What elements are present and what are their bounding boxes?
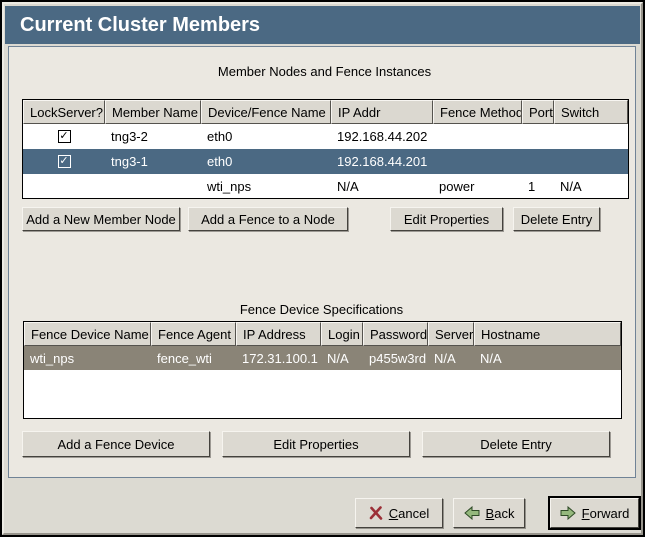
column-header-password[interactable]: Password [363, 322, 428, 346]
device-fence-name-cell: eth0 [207, 129, 233, 144]
table-row[interactable]: wti_nps N/A power 1 N/A [23, 174, 628, 198]
password-cell: p455w3rd [369, 350, 427, 366]
fence-table-label: Fence Device Specifications [239, 302, 404, 317]
port-cell [522, 149, 554, 174]
member-edit-properties-button[interactable]: Edit Properties [390, 207, 503, 231]
member-table-label: Member Nodes and Fence Instances [217, 64, 432, 79]
column-header-login[interactable]: Login [321, 322, 363, 346]
add-fence-device-button[interactable]: Add a Fence Device [22, 431, 210, 457]
lockserver-checkbox[interactable]: ✓ [57, 130, 71, 143]
port-cell [522, 124, 554, 149]
column-header-ip-addr[interactable]: IP Addr [331, 100, 433, 124]
lockserver-cell: ✓ [23, 124, 105, 149]
column-header-server[interactable]: Server [428, 322, 474, 346]
ip-address-cell: 172.31.100.1 [242, 350, 318, 366]
fence-method-cell [433, 149, 522, 174]
switch-cell [554, 124, 628, 149]
hostname-cell: N/A [480, 350, 502, 366]
table-row-selected[interactable]: wti_nps fence_wti 172.31.100.1 N/A p455w… [24, 346, 621, 370]
device-fence-name-cell: eth0 [207, 154, 233, 169]
back-button[interactable]: Back [453, 498, 525, 528]
member-name-cell: tng3-1 [111, 154, 148, 169]
add-member-node-button[interactable]: Add a New Member Node [22, 207, 180, 231]
column-header-lockserver[interactable]: LockServer? [23, 100, 105, 124]
fence-agent-cell: fence_wti [157, 350, 212, 366]
ip-addr-cell: 192.168.44.202 [337, 129, 428, 144]
fence-method-cell [433, 124, 522, 149]
fence-delete-entry-button[interactable]: Delete Entry [422, 431, 610, 457]
column-header-fence-method[interactable]: Fence Method [433, 100, 522, 124]
column-header-ip-address[interactable]: IP Address [236, 322, 321, 346]
forward-arrow-icon [560, 506, 576, 520]
member-table: LockServer? Member Name Device/Fence Nam… [22, 99, 629, 199]
check-icon: ✓ [59, 155, 69, 167]
forward-button[interactable]: Forward [550, 498, 639, 528]
lockserver-cell [23, 174, 105, 198]
fence-table: Fence Device Name Fence Agent IP Address… [23, 321, 622, 419]
cancel-x-icon [369, 506, 383, 520]
member-table-header: LockServer? Member Name Device/Fence Nam… [23, 100, 628, 124]
page-title: Current Cluster Members [20, 13, 261, 36]
switch-cell [554, 149, 628, 174]
table-row-selected[interactable]: ✓ tng3-1 eth0 192.168.44.201 [23, 149, 628, 174]
cancel-button[interactable]: Cancel [355, 498, 443, 528]
check-icon: ✓ [59, 130, 69, 142]
lockserver-checkbox[interactable]: ✓ [57, 155, 71, 168]
column-header-hostname[interactable]: Hostname [474, 322, 621, 346]
column-header-fence-agent[interactable]: Fence Agent [151, 322, 236, 346]
member-delete-entry-button[interactable]: Delete Entry [513, 207, 600, 231]
fence-edit-properties-button[interactable]: Edit Properties [222, 431, 410, 457]
table-row[interactable]: ✓ tng3-2 eth0 192.168.44.202 [23, 124, 628, 149]
login-cell: N/A [327, 350, 349, 366]
ip-addr-cell: N/A [337, 178, 359, 194]
port-cell: 1 [528, 178, 536, 194]
dialog-header: Current Cluster Members [5, 6, 640, 44]
fence-table-header: Fence Device Name Fence Agent IP Address… [24, 322, 621, 346]
back-arrow-icon [463, 506, 480, 520]
add-fence-to-node-button[interactable]: Add a Fence to a Node [188, 207, 348, 231]
ip-addr-cell: 192.168.44.201 [337, 154, 428, 169]
column-header-switch[interactable]: Switch [554, 100, 628, 124]
fence-method-cell: power [439, 178, 475, 194]
lockserver-cell: ✓ [23, 149, 105, 174]
server-cell: N/A [434, 350, 456, 366]
back-label: Back [485, 505, 515, 521]
column-header-device-fence-name[interactable]: Device/Fence Name [201, 100, 331, 124]
device-fence-name-cell: wti_nps [207, 178, 252, 194]
switch-cell: N/A [560, 178, 582, 194]
fence-table-empty-area [24, 370, 621, 418]
fence-device-name-cell: wti_nps [30, 350, 75, 366]
member-name-cell: tng3-2 [111, 129, 148, 144]
column-header-fence-device-name[interactable]: Fence Device Name [24, 322, 151, 346]
column-header-port[interactable]: Port [522, 100, 554, 124]
column-header-member-name[interactable]: Member Name [105, 100, 201, 124]
member-name-cell [105, 174, 201, 198]
forward-label: Forward [581, 505, 630, 521]
cancel-label: Cancel [388, 505, 430, 521]
